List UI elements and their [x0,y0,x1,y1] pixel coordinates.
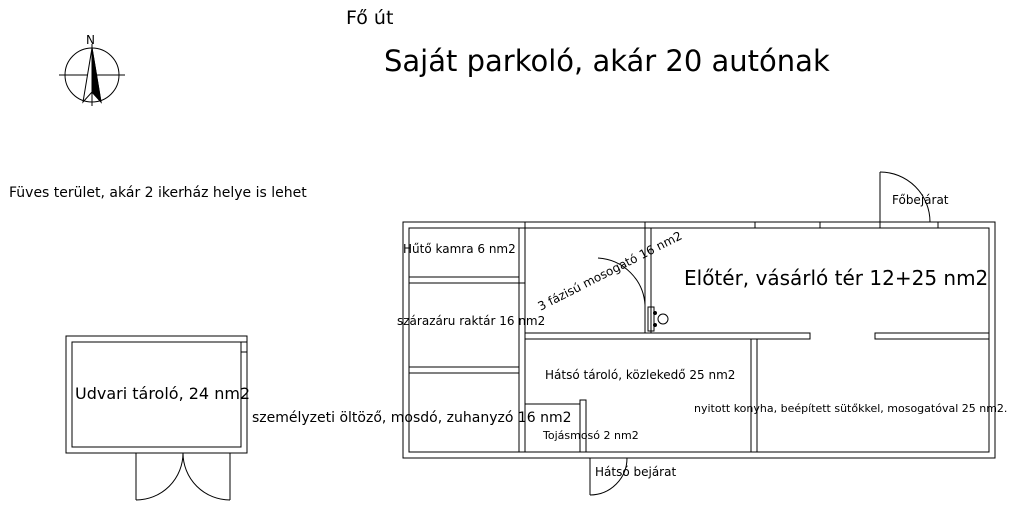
yard-storage-walls [65,335,248,454]
dishwasher-door-icon [597,257,652,333]
outer-wall-fill [524,222,939,228]
back-entrance-label: Hátsó bejárat [595,465,677,479]
kitchen-label: nyitott konyha, beépített sütőkkel, moso… [694,402,1008,415]
north-compass-icon [59,44,125,106]
sink-icon [647,306,669,332]
lobby-label: Előtér, vásárló tér 12+25 nm2 [684,266,989,290]
staff-room-label: személyzeti öltöző, mosdó, zuhanyzó 16 n… [252,410,572,426]
compass-letter: N [86,33,95,47]
main-entrance-label: Főbejárat [892,193,949,207]
grass-area-label: Füves terület, akár 2 ikerház helye is l… [9,185,307,201]
interior-walls [408,227,990,453]
parking-label: Saját parkoló, akár 20 autónak [384,44,830,78]
egg-wash-label: Tojásmosó 2 nm2 [543,429,639,442]
main-building-walls [402,221,996,459]
back-entrance-door-icon [589,457,628,496]
cold-room-label: Hűtő kamra 6 nm2 [403,242,516,256]
dry-storage-label: szárazáru raktár 16 nm2 [397,314,546,328]
road-label: Fő út [346,7,394,29]
yard-storage-double-door-icon [135,452,231,501]
back-storage-label: Hátsó tároló, közlekedő 25 nm2 [545,368,736,382]
yard-storage-label: Udvari tároló, 24 nm2 [75,384,251,403]
main-entrance-door-icon [879,171,931,223]
